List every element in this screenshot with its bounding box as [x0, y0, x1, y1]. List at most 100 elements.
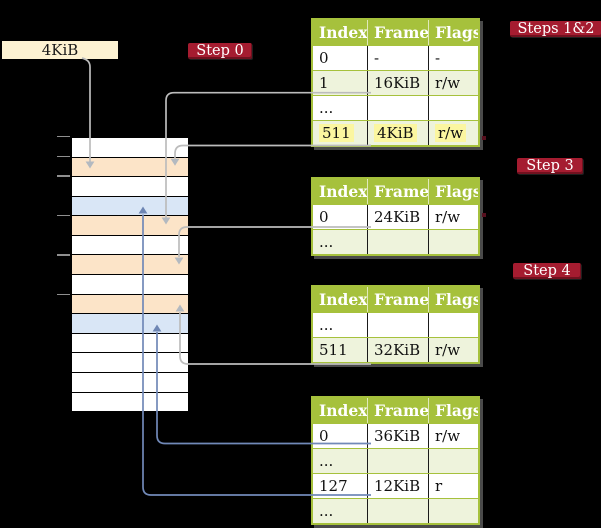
- arrow-entry511-to-4kib: [174, 144, 371, 159]
- table-cell: 12KiB: [367, 474, 428, 498]
- table-cell: -: [367, 46, 428, 70]
- table-cell: ...: [319, 316, 334, 334]
- column-header: Flags: [428, 20, 478, 45]
- column-header: Frame: [367, 287, 428, 312]
- source-frame-box: 4KiB: [2, 41, 118, 59]
- table-row: ...: [313, 228, 478, 254]
- column-header: Flags: [428, 178, 478, 204]
- memory-row-white: [72, 274, 188, 294]
- table-row: ...: [313, 312, 478, 337]
- step-0-badge: Step 0: [188, 43, 252, 59]
- table-row: ...: [313, 448, 478, 473]
- table-cell: r: [428, 474, 478, 498]
- memory-row-page: [72, 313, 188, 333]
- table-cell: 0: [319, 49, 329, 67]
- table-cell: 1: [319, 74, 329, 92]
- memory-tick: [57, 175, 70, 177]
- table-cell: 0: [319, 427, 329, 445]
- memory-row-white: [72, 234, 188, 255]
- table-cell: ...: [319, 232, 334, 251]
- column-header: Index: [319, 23, 367, 42]
- table-row: ...: [313, 498, 478, 523]
- table-cell: 0: [319, 207, 329, 226]
- column-header: Frame: [367, 20, 428, 45]
- column-header: Index: [319, 290, 367, 309]
- table-cell: [428, 499, 478, 523]
- memory-tick: [57, 293, 70, 295]
- table-cell: [367, 449, 428, 473]
- table-cell: [367, 499, 428, 523]
- column-header: Index: [319, 181, 367, 201]
- memory-row-frame: [72, 156, 188, 177]
- step-3-badge: Step 3: [517, 158, 583, 174]
- table-cell: 24KiB: [367, 204, 428, 229]
- memory-tick: [57, 155, 70, 157]
- memory-tick: [57, 135, 70, 137]
- table-cell: [428, 449, 478, 473]
- memory-row-page: [72, 195, 188, 216]
- table-cell: 32KiB: [367, 338, 428, 362]
- memory-row-frame: [72, 293, 188, 314]
- column-header: Frame: [367, 178, 428, 204]
- memory-row-white: [72, 391, 188, 412]
- arrow-stub: [481, 136, 486, 140]
- memory-row-frame: [72, 215, 188, 235]
- memory-row-white: [72, 332, 188, 353]
- table-cell: [428, 229, 478, 254]
- table-cell: 36KiB: [367, 424, 428, 448]
- highlighted-value: 511: [319, 124, 354, 142]
- table-cell: [428, 96, 478, 120]
- column-header: Flags: [428, 398, 478, 423]
- table-cell: r/w: [428, 71, 478, 95]
- table-cell: r/w: [428, 204, 478, 229]
- table-cell: r/w: [428, 121, 478, 145]
- column-header: Index: [319, 401, 367, 420]
- arrow-stub: [481, 213, 486, 217]
- highlighted-value: r/w: [435, 124, 467, 142]
- table-cell: 127: [319, 477, 348, 495]
- memory-row-frame: [72, 254, 188, 275]
- table-row: 511 4KiB r/w: [313, 120, 478, 145]
- memory-tick: [57, 214, 70, 216]
- table-cell: [367, 229, 428, 254]
- table-cell: [367, 313, 428, 337]
- table-row: 0 --: [313, 45, 478, 70]
- highlighted-value: 4KiB: [374, 124, 417, 142]
- table-cell: r/w: [428, 338, 478, 362]
- table-cell: r/w: [428, 424, 478, 448]
- memory-row-white: [72, 352, 188, 372]
- column-header: Frame: [367, 398, 428, 423]
- table-cell: ...: [319, 99, 334, 117]
- memory-row-white: [72, 176, 188, 196]
- table-cell: ...: [319, 452, 334, 470]
- step-4-badge: Step 4: [513, 263, 581, 279]
- table-cell: 511: [313, 121, 367, 145]
- memory-tick: [57, 254, 70, 256]
- table-row: ...: [313, 95, 478, 120]
- table-cell: 16KiB: [367, 71, 428, 95]
- table-cell: [367, 96, 428, 120]
- memory-row-white: [72, 138, 188, 157]
- table-cell: ...: [319, 502, 334, 520]
- table-cell: [428, 313, 478, 337]
- table-cell: 511: [319, 341, 348, 359]
- memory-row-white: [72, 371, 188, 392]
- column-header: Flags: [428, 287, 478, 312]
- steps-1-2-badge: Steps 1&2: [510, 21, 601, 37]
- table-cell: 4KiB: [367, 121, 428, 145]
- table-cell: -: [428, 46, 478, 70]
- memory-column: [70, 136, 190, 413]
